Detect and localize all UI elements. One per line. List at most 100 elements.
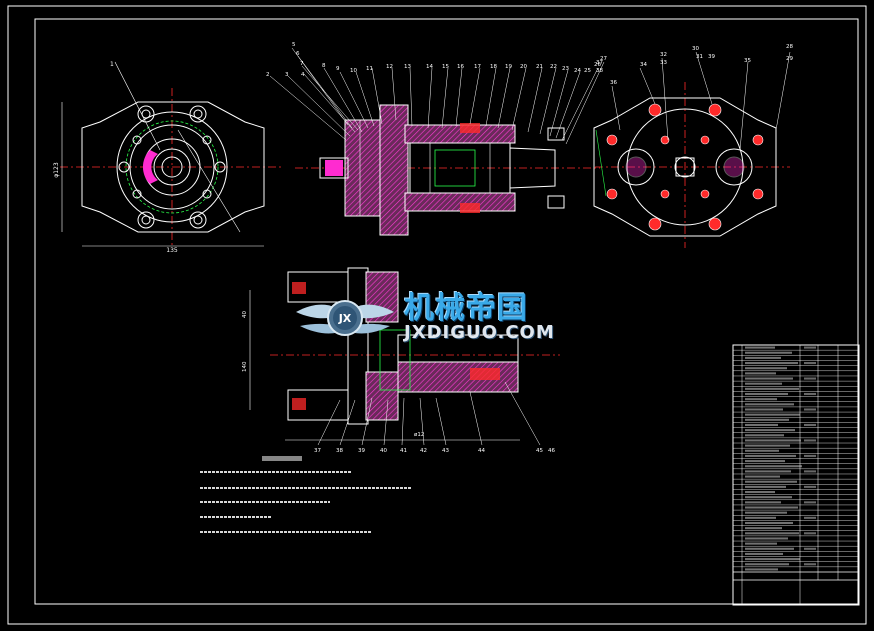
parts-list-fineprint <box>745 532 799 535</box>
parts-list-fineprint <box>804 501 816 504</box>
balloon-label: 8 <box>322 63 326 69</box>
parts-list-fineprint <box>804 392 816 396</box>
parts-list-fineprint <box>745 470 791 473</box>
balloon-label: 15 <box>442 64 449 70</box>
parts-list-fineprint <box>804 485 816 488</box>
technical-notes <box>200 456 412 533</box>
parts-list-fineprint <box>745 563 789 566</box>
parts-list-fineprint <box>745 465 802 468</box>
dim-section-a: 40 <box>242 311 248 318</box>
inner-frame <box>34 18 859 605</box>
parts-list-fineprint <box>745 398 777 401</box>
balloon-label: 45 <box>536 448 543 454</box>
parts-list-fineprint <box>745 491 775 494</box>
balloon-label: 32 <box>660 52 667 58</box>
left-view <box>60 61 282 248</box>
parts-list-fineprint <box>745 387 799 390</box>
parts-list-fineprint <box>745 475 780 478</box>
parts-list-fineprint <box>745 558 800 561</box>
balloon-label: 38 <box>596 68 603 74</box>
parts-list-fineprint <box>745 542 777 545</box>
balloon-label: 28 <box>786 44 793 50</box>
parts-list-fineprint <box>745 527 782 530</box>
parts-list-fineprint <box>745 372 776 375</box>
balloon-label: 13 <box>404 64 411 70</box>
parts-list-fineprint <box>745 521 793 525</box>
dim-left-height: φ123 <box>53 162 60 178</box>
parts-list-fineprint <box>745 418 789 421</box>
dim-section-b: 140 <box>242 361 248 372</box>
balloon-label: 24 <box>574 68 581 74</box>
parts-list-fineprint <box>745 511 787 514</box>
balloon-label: 35 <box>744 58 751 64</box>
balloon-label: 19 <box>505 64 512 70</box>
parts-list-fineprint <box>745 537 788 540</box>
parts-list-fineprint <box>745 460 785 463</box>
parts-list-fineprint <box>745 367 787 370</box>
outer-frame <box>7 5 867 625</box>
parts-list-fineprint <box>745 392 788 396</box>
parts-list-fineprint <box>745 506 798 509</box>
balloon-label: 11 <box>366 66 373 72</box>
parts-list <box>732 344 860 606</box>
balloon-label: 7 <box>300 61 304 67</box>
parts-list-fineprint <box>745 382 782 385</box>
balloon-label: 23 <box>562 66 569 72</box>
parts-list-fineprint <box>804 516 816 519</box>
right-balloon-labels: 28 29 30 31 32 33 34 35 36 37 38 39 <box>596 44 793 86</box>
balloon-label: 31 <box>696 54 703 60</box>
parts-list-fineprint <box>745 346 775 349</box>
parts-list-fineprint <box>804 547 816 550</box>
parts-list-fineprint <box>745 485 786 488</box>
parts-list-fineprint <box>745 362 798 365</box>
parts-list-fineprint <box>804 454 816 457</box>
parts-list-fineprint <box>745 408 783 411</box>
parts-list-fineprint <box>745 444 790 447</box>
parts-list-fineprint <box>804 439 816 442</box>
balloon-label: 33 <box>660 60 667 66</box>
parts-list-fineprint <box>804 362 816 365</box>
balloon-label: 21 <box>536 64 543 70</box>
parts-list-fineprint <box>745 568 778 571</box>
top-balloon-labels: 5 6 2 3 4 7 8 9 10 11 12 13 14 15 16 17 … <box>266 42 607 78</box>
balloon-label: 30 <box>692 46 699 52</box>
watermark-logo: JX <box>296 300 394 336</box>
parts-list-fineprint <box>745 351 792 354</box>
balloon-label: 10 <box>350 68 357 74</box>
balloon-label: 38 <box>336 448 343 454</box>
parts-list-fineprint <box>745 439 801 442</box>
balloon-label: 22 <box>550 64 557 70</box>
dim-bottom: ø12 <box>414 432 424 438</box>
parts-list-fineprint <box>804 377 816 380</box>
balloon-label: 27 <box>600 56 607 62</box>
parts-list-fineprint <box>745 449 779 452</box>
parts-list-fineprint <box>745 434 784 437</box>
parts-list-fineprint <box>745 429 795 432</box>
parts-list-fineprint <box>804 470 816 473</box>
balloon-label: 43 <box>442 448 449 454</box>
parts-list-fineprint <box>745 480 797 483</box>
balloon-1: 1 <box>110 61 114 68</box>
balloon-label: 4 <box>301 72 305 78</box>
balloon-label: 40 <box>380 448 387 454</box>
right-view <box>593 51 791 248</box>
balloon-label: 37 <box>596 60 603 66</box>
balloon-label: 46 <box>548 448 555 454</box>
balloon-label: 29 <box>786 56 793 62</box>
parts-list-fineprint <box>745 496 792 499</box>
section-view-bottom <box>249 267 560 446</box>
parts-list-fineprint <box>745 454 796 457</box>
dim-left-width: 135 <box>166 247 178 254</box>
logo-letters: JX <box>338 312 352 325</box>
parts-list-fineprint <box>745 423 778 426</box>
balloon-label: 3 <box>285 72 289 78</box>
watermark-site: JXDIGUO.COM <box>404 322 555 343</box>
balloon-label: 26 <box>594 62 601 68</box>
balloon-label: 16 <box>457 64 464 70</box>
balloon-label: 18 <box>490 64 497 70</box>
balloon-label: 25 <box>584 68 591 74</box>
parts-list-fineprint <box>745 377 793 380</box>
balloon-label: 12 <box>386 64 393 70</box>
parts-list-fineprint <box>745 516 776 519</box>
